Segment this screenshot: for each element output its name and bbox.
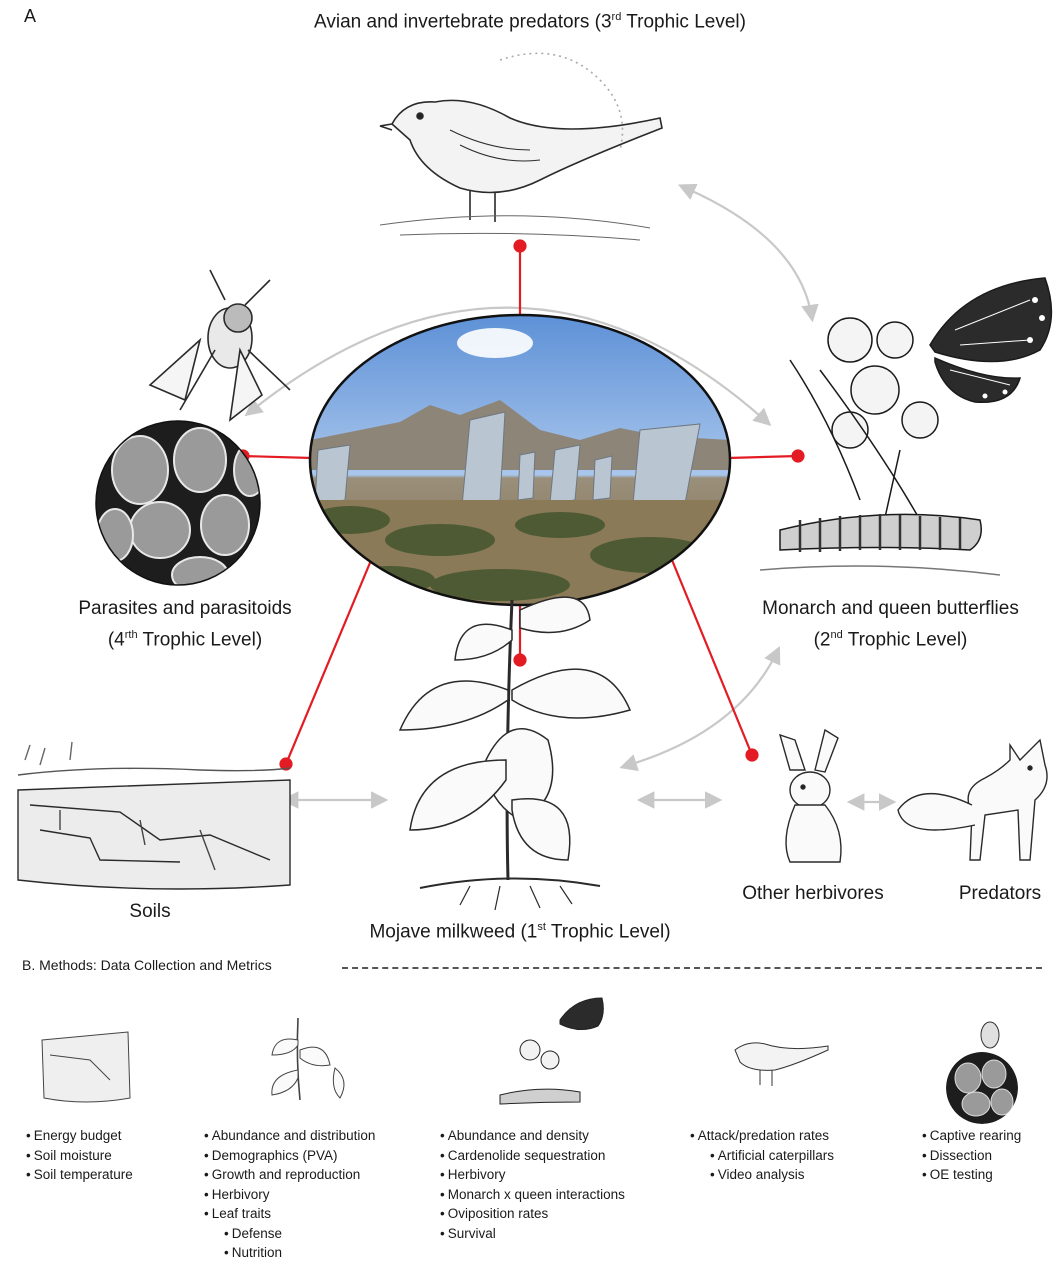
monarch-tail: Trophic Level) (843, 629, 968, 650)
methods-list-birds: Attack/predation ratesArtificial caterpi… (690, 1126, 834, 1185)
soils-label: Soils (100, 898, 200, 925)
avian-title: Avian and invertebrate predators (3 (314, 11, 612, 32)
method-item: Energy budget (26, 1126, 133, 1146)
fly-thumbnail (946, 1022, 1018, 1124)
method-item: Abundance and distribution (204, 1126, 375, 1146)
milkweed-label: Mojave milkweed (1st Trophic Level) (330, 914, 710, 945)
parasite-cells-image (96, 421, 266, 593)
milkweed-tail: Trophic Level) (546, 921, 671, 942)
method-item: Dissection (922, 1146, 1021, 1166)
method-item: Monarch x queen interactions (440, 1185, 625, 1205)
parasites-line1: Parasites and parasitoids (40, 595, 330, 622)
method-item: Herbivory (440, 1165, 625, 1185)
method-subitem: Defense (204, 1224, 375, 1244)
monarch-line2: (2nd Trophic Level) (728, 622, 1053, 653)
method-subitem: Nutrition (204, 1243, 375, 1263)
monarch-label: Monarch and queen butterflies (2nd Troph… (728, 595, 1053, 653)
parasites-pre: (4 (108, 629, 125, 650)
milkweed-sup: st (537, 921, 546, 933)
methods-divider (342, 967, 1042, 969)
method-item: Soil temperature (26, 1165, 133, 1185)
method-item: Attack/predation rates (690, 1126, 834, 1146)
monarch-line1: Monarch and queen butterflies (728, 595, 1053, 622)
method-item: OE testing (922, 1165, 1021, 1185)
milkweed-icon (400, 597, 630, 910)
avian-sup: rd (612, 11, 622, 23)
method-item: Herbivory (204, 1185, 375, 1205)
methods-list-butterflies: Abundance and densityCardenolide sequest… (440, 1126, 625, 1243)
bird-icon (380, 53, 662, 240)
method-item: Oviposition rates (440, 1204, 625, 1224)
herbivores-label: Other herbivores (718, 880, 908, 907)
avian-predators-label: Avian and invertebrate predators (3rd Tr… (270, 4, 790, 35)
method-item: Abundance and density (440, 1126, 625, 1146)
arrow-monarch-bird (690, 190, 812, 318)
methods-list-soils: Energy budgetSoil moistureSoil temperatu… (26, 1126, 133, 1185)
method-subitem: Artificial caterpillars (690, 1146, 834, 1166)
butterfly-icon (760, 278, 1051, 575)
parasites-line2: (4rth Trophic Level) (40, 622, 330, 653)
predators-label: Predators (945, 880, 1055, 907)
parasites-sup: rth (125, 629, 138, 641)
methods-list-parasites: Captive rearingDissectionOE testing (922, 1126, 1021, 1185)
method-item: Cardenolide sequestration (440, 1146, 625, 1166)
avian-tail: Trophic Level) (621, 11, 746, 32)
method-item: Soil moisture (26, 1146, 133, 1166)
method-item: Captive rearing (922, 1126, 1021, 1146)
butterfly-thumbnail (500, 998, 603, 1104)
soil-icon (18, 742, 290, 889)
parasites-tail: Trophic Level) (138, 629, 263, 650)
milkweed-thumbnail (272, 1018, 344, 1100)
method-item: Leaf traits (204, 1204, 375, 1224)
arrow-herbivore-monarch (632, 650, 778, 764)
rabbit-icon (780, 730, 841, 862)
milkweed-pre: Mojave milkweed (1 (369, 921, 537, 942)
fox-icon (898, 740, 1047, 860)
panel-a-label: A (24, 6, 36, 27)
methods-list-milkweed: Abundance and distributionDemographics (… (204, 1126, 375, 1263)
soil-thumbnail (42, 1032, 130, 1102)
method-subitem: Video analysis (690, 1165, 834, 1185)
methods-heading: B. Methods: Data Collection and Metrics (22, 957, 272, 973)
monarch-pre: (2 (814, 629, 831, 650)
method-item: Demographics (PVA) (204, 1146, 375, 1166)
parasites-label: Parasites and parasitoids (4rth Trophic … (40, 595, 330, 653)
bird-thumbnail (735, 1043, 828, 1086)
method-item: Growth and reproduction (204, 1165, 375, 1185)
monarch-sup: nd (831, 629, 843, 641)
method-item: Survival (440, 1224, 625, 1244)
